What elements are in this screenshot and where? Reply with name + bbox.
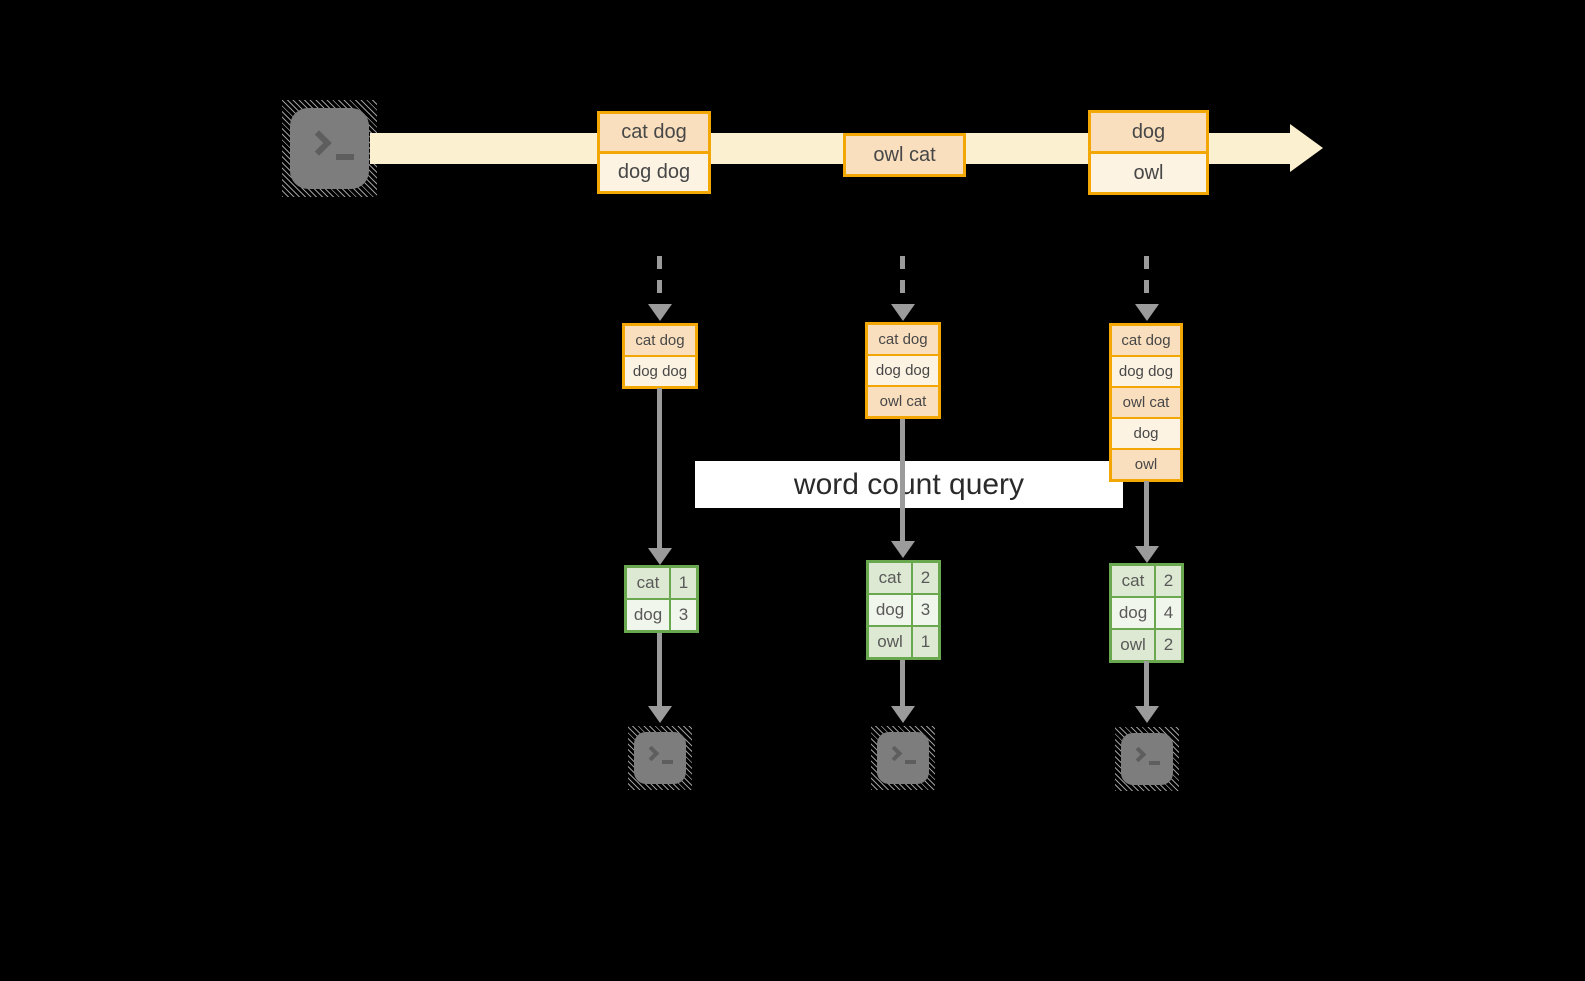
count-value: 1 [913, 627, 938, 657]
dashed-arrow-line [900, 256, 905, 304]
stacked-record: cat dog [1112, 326, 1180, 355]
count-word: cat [869, 563, 911, 593]
stacked-record: dog [1112, 419, 1180, 448]
stacked-record: dog dog [1112, 357, 1180, 386]
dashed-arrow-head-icon [648, 304, 672, 321]
count-row: cat 1 [627, 568, 696, 598]
stream-record: owl [1091, 154, 1206, 192]
prompt-chevron-icon [643, 745, 660, 762]
count-value: 2 [1156, 566, 1181, 596]
flow-arrow-line [900, 660, 905, 706]
count-word: owl [1112, 630, 1154, 660]
count-row: owl 2 [1112, 630, 1181, 660]
source-terminal-icon [282, 100, 377, 197]
dashed-arrow-head-icon [1135, 304, 1159, 321]
flow-arrow-head-icon [891, 706, 915, 723]
output-terminal-icon [628, 726, 692, 790]
count-value: 4 [1156, 598, 1181, 628]
prompt-cursor-icon [1149, 761, 1160, 765]
query-banner: word count query [695, 461, 1123, 508]
terminal-screen [290, 108, 369, 189]
flow-arrow-line [657, 633, 662, 706]
dashed-arrow-head-icon [891, 304, 915, 321]
record-stack-1: cat dog dog dog [622, 323, 698, 389]
query-banner-label: word count query [793, 467, 1025, 501]
record-stack-3: cat dog dog dog owl cat dog owl [1109, 323, 1183, 482]
count-row: cat 2 [869, 563, 938, 593]
stacked-record: cat dog [625, 326, 695, 355]
prompt-chevron-icon [306, 130, 332, 156]
count-table-3: cat 2 dog 4 owl 2 [1109, 563, 1184, 663]
stacked-record: dog dog [868, 356, 938, 385]
dashed-arrow-line [1144, 256, 1149, 304]
stream-band-arrowhead-icon [1290, 124, 1323, 172]
terminal-screen [1121, 733, 1173, 785]
stream-record: owl cat [846, 136, 963, 174]
stacked-record: dog dog [625, 357, 695, 386]
stream-record: dog [1091, 113, 1206, 151]
count-word: cat [1112, 566, 1154, 596]
prompt-chevron-icon [886, 745, 903, 762]
stacked-record: owl cat [868, 387, 938, 416]
count-word: dog [1112, 598, 1154, 628]
flow-arrow-line [1144, 661, 1149, 706]
count-word: cat [627, 568, 669, 598]
count-word: owl [869, 627, 911, 657]
flow-arrow-head-icon [891, 541, 915, 558]
flow-arrow-line [657, 388, 662, 548]
count-row: dog 3 [627, 600, 696, 630]
dashed-arrow-line [657, 256, 662, 304]
prompt-cursor-icon [905, 760, 916, 764]
stacked-record: owl [1112, 450, 1180, 479]
count-table-1: cat 1 dog 3 [624, 565, 699, 633]
count-table-2: cat 2 dog 3 owl 1 [866, 560, 941, 660]
stacked-record: owl cat [1112, 388, 1180, 417]
prompt-cursor-icon [662, 760, 673, 764]
stream-record: dog dog [600, 154, 708, 191]
stream-batch-1: cat dog dog dog [597, 111, 711, 194]
flow-arrow-line [900, 419, 905, 541]
count-value: 2 [1156, 630, 1181, 660]
count-value: 1 [671, 568, 696, 598]
record-stack-2: cat dog dog dog owl cat [865, 322, 941, 419]
output-terminal-icon [871, 726, 935, 790]
count-row: owl 1 [869, 627, 938, 657]
terminal-screen [877, 732, 929, 784]
count-row: dog 4 [1112, 598, 1181, 628]
count-value: 3 [913, 595, 938, 625]
count-value: 3 [671, 600, 696, 630]
count-value: 2 [913, 563, 938, 593]
prompt-cursor-icon [336, 154, 354, 160]
count-word: dog [869, 595, 911, 625]
flow-arrow-head-icon [648, 706, 672, 723]
terminal-screen [634, 732, 686, 784]
stream-batch-2: owl cat [843, 133, 966, 177]
count-word: dog [627, 600, 669, 630]
flow-arrow-line [1144, 481, 1149, 546]
count-row: cat 2 [1112, 566, 1181, 596]
stream-batch-3: dog owl [1088, 110, 1209, 195]
output-terminal-icon [1115, 727, 1179, 791]
flow-arrow-head-icon [1135, 706, 1159, 723]
stream-record: cat dog [600, 114, 708, 151]
flow-arrow-head-icon [1135, 546, 1159, 563]
count-row: dog 3 [869, 595, 938, 625]
flow-arrow-head-icon [648, 548, 672, 565]
prompt-chevron-icon [1130, 746, 1147, 763]
stacked-record: cat dog [868, 325, 938, 354]
